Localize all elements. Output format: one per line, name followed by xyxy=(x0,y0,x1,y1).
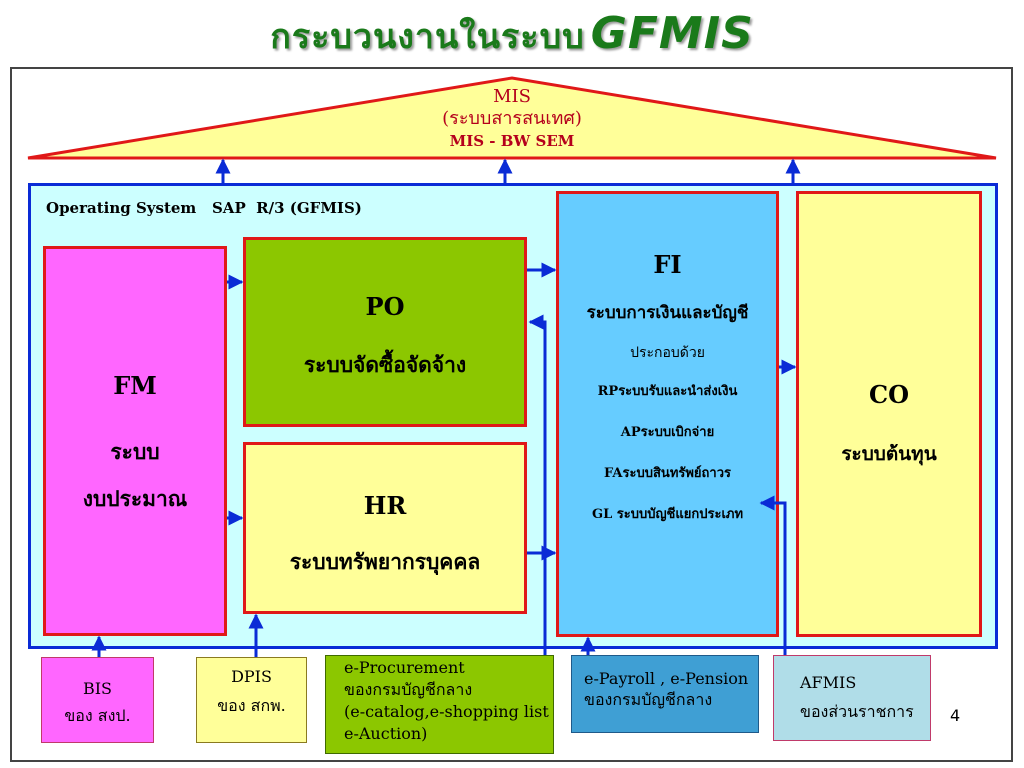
page-number: 4 xyxy=(950,706,961,725)
arrow-afmis-fi xyxy=(759,495,787,655)
fi-item-gl: GL ระบบบัญชีแยกประเภท xyxy=(591,507,744,522)
eproc-line3: (e-catalog,e-shopping list xyxy=(344,702,549,721)
fm-line2: งบประมาณ xyxy=(82,486,188,511)
bis-line2: ของ สงป. xyxy=(64,706,131,725)
bis-box: BIS ของ สงป. xyxy=(41,657,154,743)
diagram-frame xyxy=(10,67,1013,762)
epay-line2: ของกรมบัญชีกลาง xyxy=(584,690,713,709)
afmis-line1: AFMIS xyxy=(800,673,857,692)
mis-subtitle: (ระบบสารสนเทศ) xyxy=(442,108,582,129)
afmis-box: AFMIS ของส่วนราชการ xyxy=(773,655,931,741)
bis-line1: BIS xyxy=(82,679,113,698)
fi-module: FI ระบบการเงินและบัญชี ประกอบด้วย RPระบบ… xyxy=(556,191,779,637)
dpis-line2: ของ สกพ. xyxy=(217,696,286,715)
mis-label: MIS (ระบบสารสนเทศ) MIS - BW SEM xyxy=(380,86,644,152)
fi-item-rp: RPระบบรับและนำส่งเงิน xyxy=(597,384,738,399)
eproc-line1: e-Procurement xyxy=(344,658,465,677)
afmis-line2: ของส่วนราชการ xyxy=(800,702,914,721)
fi-consists-of: ประกอบด้วย xyxy=(630,345,705,361)
hr-module: HR ระบบทรัพยากรบุคคล xyxy=(243,442,527,614)
fi-code: FI xyxy=(653,250,682,279)
dpis-line1: DPIS xyxy=(231,667,272,686)
mis-bw-sem: MIS - BW SEM xyxy=(449,132,575,150)
po-name: ระบบจัดซื้อจัดจ้าง xyxy=(303,352,467,377)
mis-title: MIS xyxy=(493,86,531,107)
eproc-line4: e-Auction) xyxy=(344,724,428,743)
operating-system-label: Operating System SAP R/3 (GFMIS) xyxy=(46,199,362,217)
fi-item-ap: APระบบเบิกจ่าย xyxy=(620,425,715,440)
title-brand: GFMIS xyxy=(590,8,754,59)
epay-line1: e-Payroll , e-Pension xyxy=(584,669,749,688)
co-name: ระบบต้นทุน xyxy=(841,443,937,465)
po-module: PO ระบบจัดซื้อจัดจ้าง xyxy=(243,237,527,427)
title-thai: กระบวนงานในระบบ xyxy=(270,17,585,57)
hr-code: HR xyxy=(363,491,407,520)
epayroll-box: e-Payroll , e-Pension ของกรมบัญชีกลาง xyxy=(571,655,759,733)
po-code: PO xyxy=(365,292,405,321)
co-code: CO xyxy=(868,380,909,409)
fi-name: ระบบการเงินและบัญชี xyxy=(586,303,749,323)
fm-line1: ระบบ xyxy=(110,439,160,464)
fm-module: FM ระบบ งบประมาณ xyxy=(43,246,227,636)
co-module: CO ระบบต้นทุน xyxy=(796,191,982,637)
fm-code: FM xyxy=(113,371,157,400)
fi-item-fa: FAระบบสินทรัพย์ถาวร xyxy=(603,466,732,481)
dpis-box: DPIS ของ สกพ. xyxy=(196,657,307,743)
eproc-line2: ของกรมบัญชีกลาง xyxy=(344,680,473,699)
eprocurement-box: e-Procurement ของกรมบัญชีกลาง (e-catalog… xyxy=(325,655,554,754)
arrow-eproc-po xyxy=(528,314,547,655)
hr-name: ระบบทรัพยากรบุคคล xyxy=(289,549,481,574)
